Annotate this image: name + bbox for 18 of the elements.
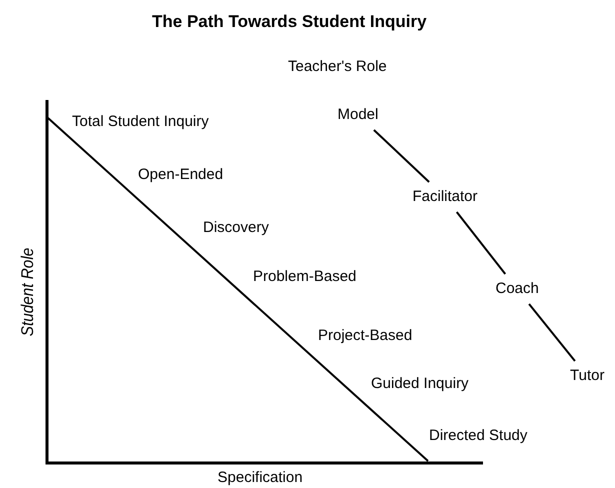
role-label: Tutor [570,367,604,385]
stage-label: Open-Ended [138,166,224,184]
axis-label: Student Role [19,248,38,336]
stage-label: Guided Inquiry [371,375,469,393]
role-label: Coach [496,280,539,298]
connector-line [456,211,506,275]
axis-label: Specification [218,469,303,487]
connector-line [528,303,576,362]
title: The Path Towards Student Inquiry [152,13,427,31]
stage-label: Problem-Based [253,268,356,286]
stage-label: Discovery [203,219,269,237]
role-label: Facilitator [412,188,478,206]
stage-label: Project-Based [318,327,412,345]
connector-line [373,129,430,183]
stage-label: Total Student Inquiry [72,113,209,131]
role-label: Model [338,106,378,124]
stage-label: Directed Study [429,427,528,445]
axis-heading: Teacher's Role [288,58,387,76]
